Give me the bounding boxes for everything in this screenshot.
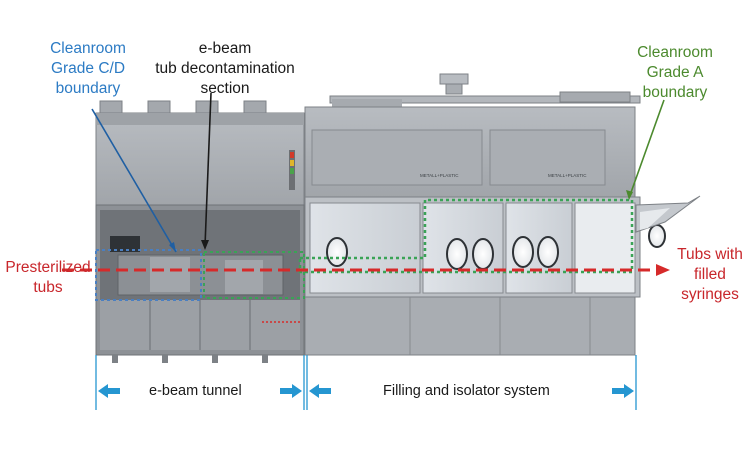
glove-port [512, 236, 534, 268]
label-cleanroom-cd-boundary: Cleanroom Grade C/D boundary [28, 39, 148, 99]
leader-line-cleanroom-a [628, 99, 665, 199]
exhaust-stack [99, 100, 123, 114]
label-presterilized-tubs: Presterilized tubs [2, 258, 94, 298]
label-filling-isolator-system: Filling and isolator system [383, 383, 550, 399]
label-line: boundary [642, 84, 708, 101]
label-line: tub decontamination [155, 60, 295, 77]
glove-port [537, 236, 559, 268]
label-line: Grade A [646, 64, 704, 81]
isolator-machine: METALL+PLASTIC METALL+PLASTIC [304, 73, 701, 356]
leader-line-ebeam-section [204, 92, 212, 247]
glove-port [648, 224, 666, 248]
exhaust-stack [243, 100, 267, 114]
label-line: boundary [55, 80, 121, 97]
label-line: e-beam [198, 40, 252, 57]
label-line: filled [694, 266, 726, 283]
exhaust-stack [147, 100, 171, 114]
label-line: section [200, 80, 250, 97]
dimension-arrow-left-icon [98, 384, 120, 398]
label-line: Tubs with [677, 246, 743, 263]
label-ebeam-section: e-beam tub decontamination section [150, 39, 300, 99]
label-line: syringes [681, 286, 739, 303]
glove-port [472, 238, 494, 270]
product-flow-arrow [62, 264, 670, 276]
ebeam-tunnel-machine [95, 100, 305, 363]
ebeam-section-boundary-box [203, 251, 305, 299]
cleanroom-a-boundary [298, 198, 634, 274]
glove-port [446, 238, 468, 270]
label-ebeam-tunnel: e-beam tunnel [149, 383, 242, 399]
label-line: Cleanroom [637, 44, 713, 61]
label-line: Presterilized [5, 259, 91, 276]
dimension-arrow-left-icon [309, 384, 331, 398]
label-line: tubs [33, 279, 63, 296]
dimension-arrow-right-icon [612, 384, 634, 398]
cleanroom-cd-boundary-box [95, 249, 202, 301]
brand-plate-left: METALL+PLASTIC [420, 173, 459, 178]
brand-plate-right: METALL+PLASTIC [548, 173, 587, 178]
exhaust-stack [195, 100, 219, 114]
glove-port [326, 237, 348, 267]
label-tubs-filled-syringes: Tubs with filled syringes [672, 245, 748, 305]
label-line: Cleanroom [50, 40, 126, 57]
label-line: Grade C/D [50, 60, 126, 77]
dimension-arrow-right-icon [280, 384, 302, 398]
dimension-ebeam-tunnel [95, 355, 305, 410]
leader-line-cleanroom-cd [91, 108, 177, 253]
dimension-filling-isolator [306, 355, 637, 410]
label-cleanroom-a-boundary: Cleanroom Grade A boundary [625, 43, 725, 103]
